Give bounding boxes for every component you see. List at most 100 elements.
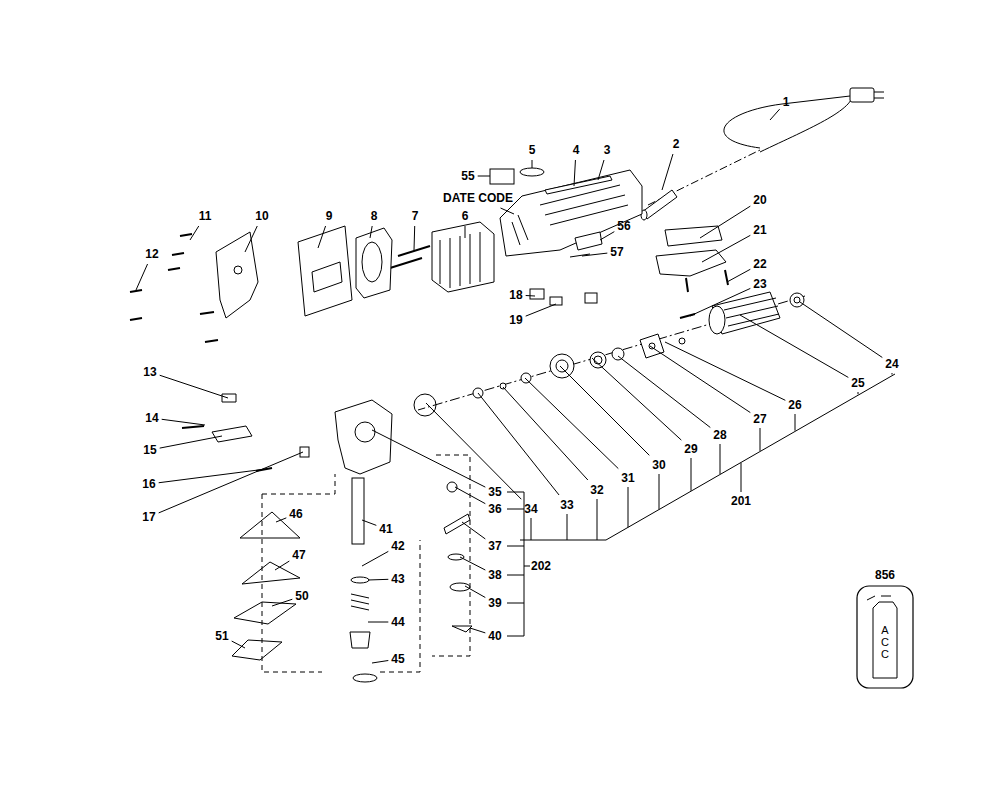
callout-number: 11 [199, 209, 212, 223]
part-outline [390, 246, 430, 268]
part-outline [234, 602, 296, 624]
callout-number: 26 [788, 398, 801, 412]
leader-line [465, 226, 466, 238]
part-outline [679, 338, 685, 344]
part-outline [530, 289, 544, 299]
leader-line [618, 356, 710, 428]
leader-line [368, 579, 388, 581]
part-outline [575, 232, 602, 250]
part-outline [182, 426, 204, 428]
part-outline [500, 170, 642, 256]
part-outline [545, 176, 612, 194]
part-outline [585, 293, 597, 303]
part-outline [362, 242, 382, 282]
part-outline [709, 306, 725, 334]
leader-line [800, 302, 882, 357]
part-outline [794, 297, 800, 303]
leader-line [525, 378, 618, 469]
callout-number: 40 [488, 629, 501, 643]
callout-number: 16 [142, 477, 155, 491]
callout-number: 36 [488, 502, 501, 516]
leader-line [760, 428, 761, 451]
part-outline [130, 234, 218, 342]
part-outline [874, 92, 884, 93]
leader-line [460, 557, 485, 570]
leader-line [455, 487, 485, 504]
leader-line [136, 264, 148, 290]
leader-line [560, 366, 649, 455]
part-outline [351, 577, 369, 583]
part-outline [520, 374, 895, 540]
callout-number: 7 [412, 209, 419, 223]
callout-number: 42 [391, 539, 404, 553]
callout-number: 14 [145, 411, 158, 425]
part-outline [350, 632, 370, 648]
leader-line [567, 514, 568, 540]
callout-number: 43 [391, 572, 404, 586]
part-outline [444, 514, 470, 534]
leader-line [665, 342, 785, 400]
leader-line [162, 419, 205, 425]
leader-line [232, 641, 245, 648]
callout-number: 55 [461, 169, 474, 183]
part-outline [352, 478, 364, 544]
part-outline [724, 96, 850, 148]
callout-number: 25 [851, 376, 864, 390]
part-outline [500, 383, 506, 389]
leader-line [600, 232, 614, 240]
part-outline [550, 354, 574, 378]
part-outline [642, 190, 677, 219]
callout-number: 20 [753, 193, 766, 207]
part-outline [594, 356, 602, 364]
part-outline [640, 334, 664, 358]
part-outline [760, 90, 853, 152]
leader-line [720, 444, 721, 474]
callout-number: 27 [753, 412, 766, 426]
exploded-parts [130, 88, 895, 682]
leader-line [858, 392, 859, 394]
part-outline [262, 474, 335, 672]
leader-line [275, 561, 289, 570]
part-outline [312, 262, 342, 292]
part-outline [590, 352, 606, 368]
callout-number: 29 [684, 442, 697, 456]
part-outline [490, 169, 514, 184]
leader-line [372, 660, 388, 663]
callout-number: 21 [753, 223, 766, 237]
callout-number: 17 [142, 510, 155, 524]
callout-number: 30 [652, 458, 665, 472]
leader-line [727, 269, 750, 282]
callout-number: 45 [391, 652, 404, 666]
leader-line [741, 463, 742, 492]
callout-number: 22 [753, 257, 766, 271]
part-outline [242, 562, 300, 584]
leader-line [662, 154, 673, 190]
callout-number: 39 [488, 596, 501, 610]
leader-line [414, 226, 416, 250]
leader-line [160, 436, 222, 448]
leader-line [592, 358, 681, 440]
leader-line [532, 160, 533, 168]
callout-number: 57 [610, 245, 623, 259]
callout-number: 44 [391, 615, 404, 629]
callout-number: DATE CODE [443, 191, 513, 205]
callout-number: 2 [673, 137, 680, 151]
leader-line [160, 375, 228, 398]
callout-number: 19 [509, 313, 522, 327]
part-outline [452, 626, 472, 632]
part-outline [232, 640, 282, 660]
part-outline [414, 394, 436, 416]
callout-number: 38 [488, 568, 501, 582]
leader-line [503, 387, 588, 480]
callout-number: 4 [573, 143, 580, 157]
callout-number: 8 [371, 209, 378, 223]
leader-line [582, 253, 607, 256]
tag-hook [867, 596, 891, 600]
leader-line [362, 551, 388, 566]
leader-line [598, 160, 604, 180]
leader-line [470, 628, 485, 633]
callout-number: 31 [621, 471, 634, 485]
part-outline [440, 232, 480, 288]
